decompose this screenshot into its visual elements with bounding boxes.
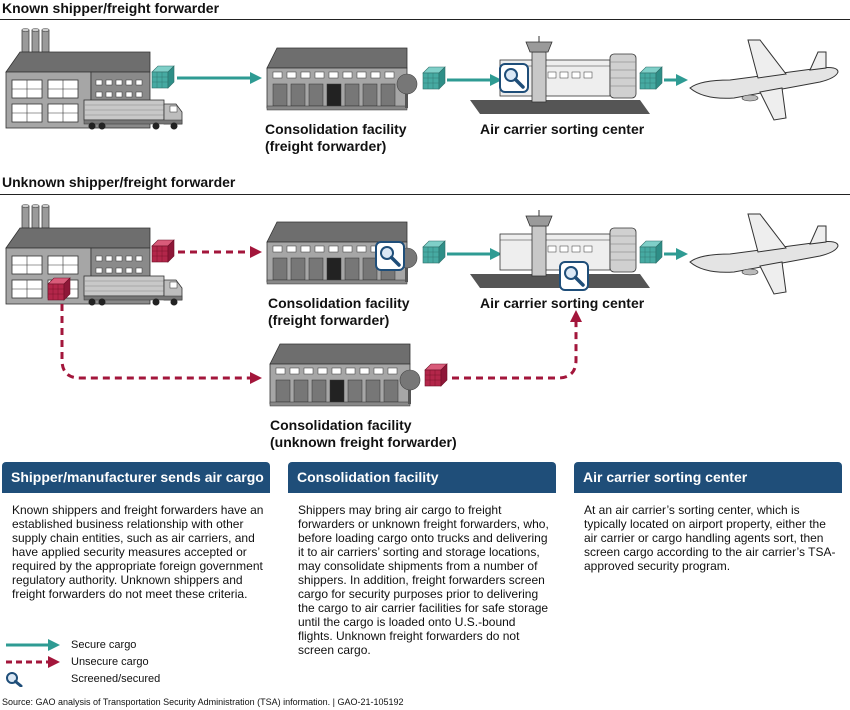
source-note: Source: GAO analysis of Transportation S… [2, 697, 404, 707]
sorting-center-known [469, 35, 651, 115]
unsecure-arrow-3 [452, 310, 582, 380]
flow-diagram [5, 28, 839, 407]
unsecure-arrow-icon [6, 656, 60, 668]
unsecure-arrow-1 [178, 246, 262, 258]
screened-icon [374, 240, 406, 272]
cargo-secure-4 [422, 240, 446, 264]
consolidation-caption-unknown-1: Consolidation facility [268, 295, 410, 311]
panel-shipper: Shipper/manufacturer sends air cargo Kno… [2, 462, 270, 601]
panel-consolidation-title: Consolidation facility [288, 462, 556, 491]
panel-consolidation-body: Shippers may bring air cargo to freight … [298, 503, 549, 657]
secure-arrow-2 [447, 74, 502, 86]
cargo-secure-1 [151, 65, 175, 89]
legend-screened: Screened/secured [4, 671, 160, 687]
known-section-rule [0, 19, 850, 20]
unsecure-arrow-2 [60, 304, 262, 384]
airplane-unknown [689, 213, 839, 295]
consolidation-caption-known-2: (freight forwarder) [265, 138, 387, 154]
consolidation-unknown-forwarder [269, 343, 421, 407]
known-section-title: Known shipper/freight forwarder [2, 0, 220, 16]
legend-secure-label: Secure cargo [71, 639, 137, 651]
panel-shipper-title: Shipper/manufacturer sends air cargo [2, 462, 270, 491]
airplane-known [689, 39, 839, 121]
panel-air-carrier-title: Air carrier sorting center [574, 462, 842, 491]
panel-air-carrier: Air carrier sorting center At an air car… [574, 462, 842, 573]
consolidation-known [266, 47, 418, 111]
consolidation-caption-known-1: Consolidation facility [265, 121, 407, 137]
unknown-forwarder-caption-1: Consolidation facility [270, 417, 412, 433]
screened-icon [558, 260, 590, 292]
cargo-unsecure-2 [47, 277, 71, 301]
panel-consolidation: Consolidation facility Shippers may brin… [288, 462, 556, 657]
legend-screened-label: Screened/secured [71, 673, 161, 685]
consolidation-caption-unknown-2: (freight forwarder) [268, 312, 390, 328]
cargo-unsecure-3 [424, 363, 448, 387]
legend-unsecure: Unsecure cargo [4, 654, 149, 670]
cargo-secure-3 [639, 66, 663, 90]
legend-unsecure-label: Unsecure cargo [71, 656, 149, 668]
panel-air-carrier-body: At an air carrier’s sorting center, whic… [584, 503, 836, 573]
unknown-forwarder-caption-2: (unknown freight forwarder) [270, 434, 457, 450]
cargo-unsecure-1 [151, 239, 175, 263]
cargo-secure-5 [639, 240, 663, 264]
cargo-secure-2 [422, 66, 446, 90]
secure-arrow-4 [447, 248, 502, 260]
secure-arrow-3 [664, 74, 688, 86]
screened-icon [498, 62, 530, 94]
magnifier-icon [6, 672, 23, 687]
unknown-section-rule [0, 194, 850, 195]
secure-arrow-1 [177, 72, 262, 84]
unknown-section-title: Unknown shipper/freight forwarder [2, 174, 236, 190]
air-carrier-caption-unknown: Air carrier sorting center [480, 295, 645, 311]
secure-arrow-5 [664, 248, 688, 260]
secure-arrow-icon [6, 639, 60, 651]
legend-secure: Secure cargo [4, 637, 136, 653]
panel-shipper-body: Known shippers and freight forwarders ha… [12, 503, 264, 601]
air-carrier-caption-known: Air carrier sorting center [480, 121, 645, 137]
